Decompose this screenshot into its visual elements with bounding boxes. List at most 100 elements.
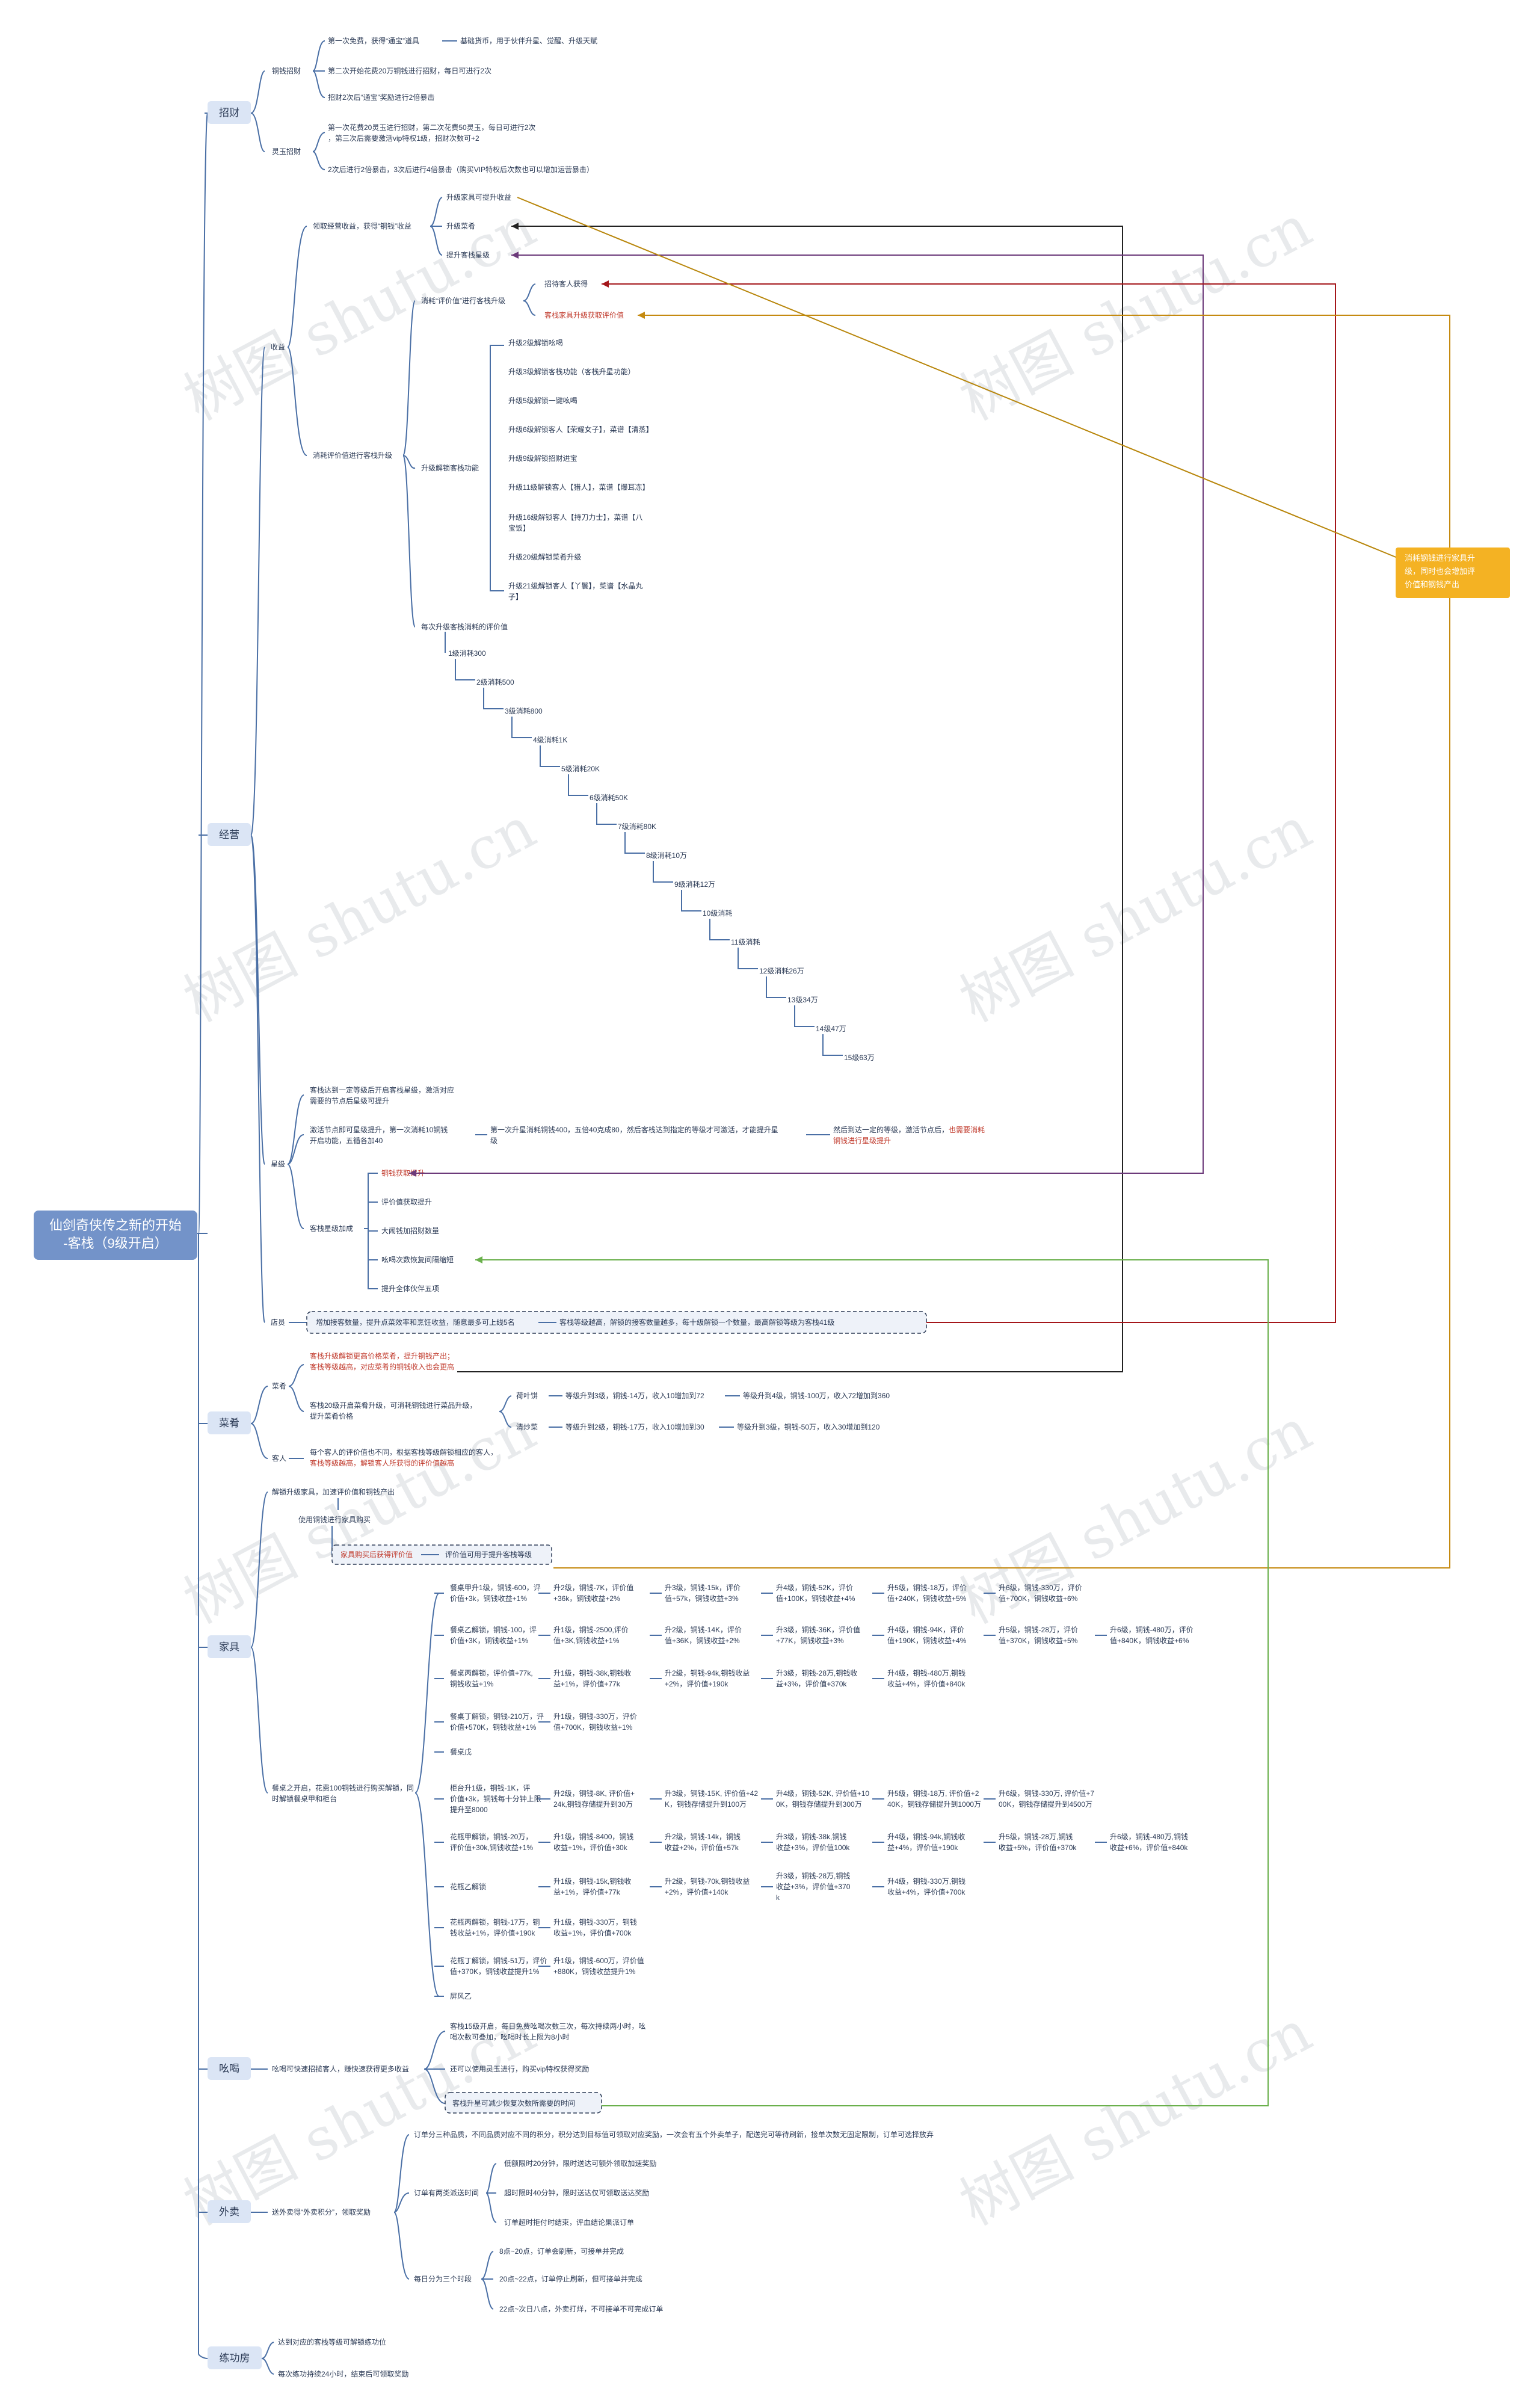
furniture-step: 升5级，铜钱-28万,铜钱 (999, 1832, 1073, 1841)
branch-jiaju-label: 家具 (219, 1641, 239, 1653)
xiaohao-sub-item: 招待客人获得 (544, 279, 588, 288)
caipu-shengji: 提升菜肴价格 (310, 1411, 353, 1420)
furniture-name: 价值+570K，铜钱收益+1% (450, 1723, 537, 1732)
furniture-step: 升6级，铜钱-330万, 评价值+7 (999, 1789, 1094, 1798)
branch-jingying-box[interactable] (208, 823, 251, 846)
keren-text: 客栈等级越高，解锁客人所获得的评价值越高 (310, 1458, 454, 1467)
lingqu-sub-item: 升级菜肴 (446, 222, 475, 230)
furniture-step: 值+240K，铜钱收益+5% (887, 1594, 967, 1603)
jiaju-buy: 家具购买后获得评价值 (340, 1550, 413, 1559)
zhaocai-item: ，第三次后需要激活vip特权1级，招财次数可+2 (328, 134, 479, 143)
lingyu-zhaocai-label: 灵玉招财 (272, 147, 301, 156)
zhaocai-item: 基础货币，用于伙伴升星、觉醒、升级天赋 (460, 36, 597, 45)
cost-connector (822, 1034, 843, 1056)
furniture-step: k (776, 1893, 780, 1902)
furniture-step: 00K，铜钱存储提升到4500万 (999, 1800, 1092, 1809)
branch-zhaocai-label: 招财 (219, 107, 239, 119)
furniture-step: 益+3%，评价值+370k (776, 1679, 847, 1688)
furniture-step: 收益+1%，评价值+30k (553, 1843, 628, 1852)
cost-connector (568, 774, 588, 796)
furniture-step: 升4级，铜钱-330万,铜钱 (887, 1877, 966, 1886)
unlock-item: 升级3级解锁客栈功能（客栈升星功能） (508, 367, 635, 376)
furniture-step: 收益+1%，评价值+700k (553, 1928, 632, 1937)
dish-name: 清炒菜 (516, 1423, 538, 1431)
unlock-item: 升级20级解锁菜肴升级 (508, 552, 581, 561)
furniture-step: 升5级，铜钱-18万, 评价值+2 (887, 1789, 979, 1798)
unlock-item: 子】 (508, 593, 523, 601)
furniture-step: 升5级，铜钱-28万，评价 (999, 1625, 1078, 1634)
furniture-step: 40K，铜钱存储提升到1000万 (887, 1800, 981, 1809)
branch-caiyao-box[interactable] (208, 1411, 251, 1434)
furniture-step: 收益+6%，评价值+840k (1110, 1843, 1188, 1852)
cost-connector (596, 803, 617, 825)
furniture-step: 升4级，铜钱-480万,铜钱 (887, 1668, 966, 1677)
unlock-label: 升级解锁客栈功能 (421, 463, 479, 472)
cost-connector (540, 745, 560, 767)
furniture-step: 升1级，铜钱-330万，评价 (553, 1712, 637, 1721)
branch-caiyao-label: 菜肴 (219, 1417, 239, 1429)
cost-step: 11级消耗 (731, 938, 760, 946)
cost-step: 8级消耗10万 (646, 851, 687, 860)
branch-zhaocai: 招财 铜钱招财 第一次免费，获得“通宝”道具 基础货币，用于伙伴升星、觉醒、升级… (208, 36, 597, 174)
waimai-type: 超时限时40分钟，限时送达仅可领取送达奖励 (504, 2188, 649, 2197)
cost-step: 15级63万 (844, 1053, 875, 1062)
furniture-name: 提升至8000 (450, 1805, 488, 1814)
branch-liangong-label: 练功房 (220, 2352, 250, 2364)
branch-caiyao: 菜肴 菜肴 客栈升级解锁更高价格菜肴，提升铜钱产出； 客栈等级越高，对应菜肴的铜… (208, 1351, 890, 1467)
furniture-step: 升1级，铜钱-15k,铜钱收 (553, 1877, 631, 1886)
xiaohao-sub: 消耗“评价值”进行客栈升级 (421, 296, 505, 305)
liangong-item: 每次练功持续24小时，结束后可领取奖励 (278, 2369, 408, 2378)
callout-note: 消耗钢钱进行家具升 级，同时也会增加评 价值和钢钱产出 (1396, 548, 1510, 598)
cost-step: 13级34万 (787, 996, 818, 1004)
furniture-rows: 餐桌甲升1级，铜钱-600，评价值+3k，铜钱收益+1% 升2级，铜钱-7K，评价… (434, 1583, 1194, 2000)
branch-liangong-box[interactable] (208, 2346, 262, 2369)
xingji-jiacheng-item: 评价值获取提升 (381, 1197, 432, 1206)
xingji-jihuo-sub2: 铜钱进行星级提升 (833, 1136, 891, 1145)
furniture-name: 柜台升1级，铜钱-1K，评 (450, 1783, 530, 1792)
xingji-jihuo-sub2: 然后到达一定的等级，激活节点后，也需要消耗 (833, 1125, 985, 1134)
dish-name: 荷叶饼 (516, 1392, 538, 1400)
xingji-jihuo: 开启功能，五循各加40 (310, 1136, 383, 1145)
branch-jingying-label: 经营 (219, 829, 239, 841)
furniture-step: 升6级，铜钱-480万，评价 (1110, 1625, 1194, 1634)
furniture-name: 价值+3k，铜钱收益+1% (450, 1594, 527, 1603)
cost-step: 9级消耗12万 (674, 880, 715, 889)
branch-zhaocai-box[interactable] (208, 101, 251, 124)
unlock-item: 升级5级解锁一键吆喝 (508, 396, 578, 405)
furniture-step: 升1级，铜钱-38k,铜钱收 (553, 1668, 631, 1677)
lingqu-sub-item: 升级家具可提升收益 (446, 193, 511, 202)
branch-liangong: 练功房 达到对应的客栈等级可解锁练功位 每次练功持续24小时，结束后可领取奖励 (208, 2337, 408, 2378)
dianyuan-label: 店员 (271, 1318, 285, 1327)
furniture-step: 收益+3%，评价值+370 (776, 1882, 851, 1891)
xingji-jihuo: 激活节点即可星级提升，第一次消耗10铜钱 (310, 1125, 448, 1134)
furniture-step: 收益+4%，评价值+840k (887, 1679, 966, 1688)
branch-jiaju-box[interactable] (208, 1635, 251, 1658)
waimai-text: 送外卖得“外卖积分”，领取奖励 (272, 2207, 371, 2216)
furniture-step: +2%，评价值+140k (665, 1887, 728, 1896)
furniture-name: 铜钱收益+1% (450, 1679, 494, 1688)
watermark: 树图 shutu.cn (949, 1997, 1322, 2238)
cost-step: 6级消耗50K (590, 794, 628, 802)
unlock-item: 升级2级解锁吆喝 (508, 338, 563, 347)
branch-yaohe: 吆喝 吆喝可快速招揽客人，赚快速获得更多收益 客栈15级开启，每日免费吆喝次数三… (208, 2022, 645, 2114)
furniture-step: +36k，铜钱收益+2% (553, 1594, 620, 1603)
branch-yaohe-box[interactable] (208, 2057, 251, 2080)
callout-line: 消耗钢钱进行家具升 (1405, 554, 1475, 563)
cost-connector (681, 890, 701, 912)
furniture-step: 升2级，铜钱-7K，评价值 (553, 1583, 633, 1592)
furniture-name: 餐桌甲升1级，铜钱-600，评 (450, 1583, 541, 1592)
root-node[interactable]: 仙剑奇侠传之新的开始 -客栈（9级开启） (34, 1211, 197, 1260)
unlock-item: 升级9级解锁招财进宝 (508, 454, 578, 463)
watermark: 树图 shutu.cn (949, 794, 1322, 1035)
xingji-label: 星级 (271, 1160, 285, 1168)
furniture-step: 升3级，铜钱-28万,铜钱收 (776, 1668, 857, 1677)
branch-waimai-box[interactable] (208, 2200, 251, 2223)
branch-jingying: 经营 收益 领取经营收益，获得“铜钱”收益 升级家具可提升收益 升级菜肴 提升客… (208, 193, 985, 1334)
furniture-step: 升3级，铜钱-38k,铜钱 (776, 1832, 846, 1841)
furniture-step: 升4级，铜钱-52K，评价 (776, 1583, 853, 1592)
furniture-step: K，铜钱存储提升到100万 (665, 1800, 747, 1809)
cost-step: 12级消耗26万 (759, 967, 804, 975)
caipu-shengji: 客栈20级开启菜肴升级，可消耗铜钱进行菜品升级， (310, 1401, 476, 1410)
callout-line: 价值和钢钱产出 (1405, 580, 1459, 589)
shouyi-label: 收益 (271, 343, 285, 351)
